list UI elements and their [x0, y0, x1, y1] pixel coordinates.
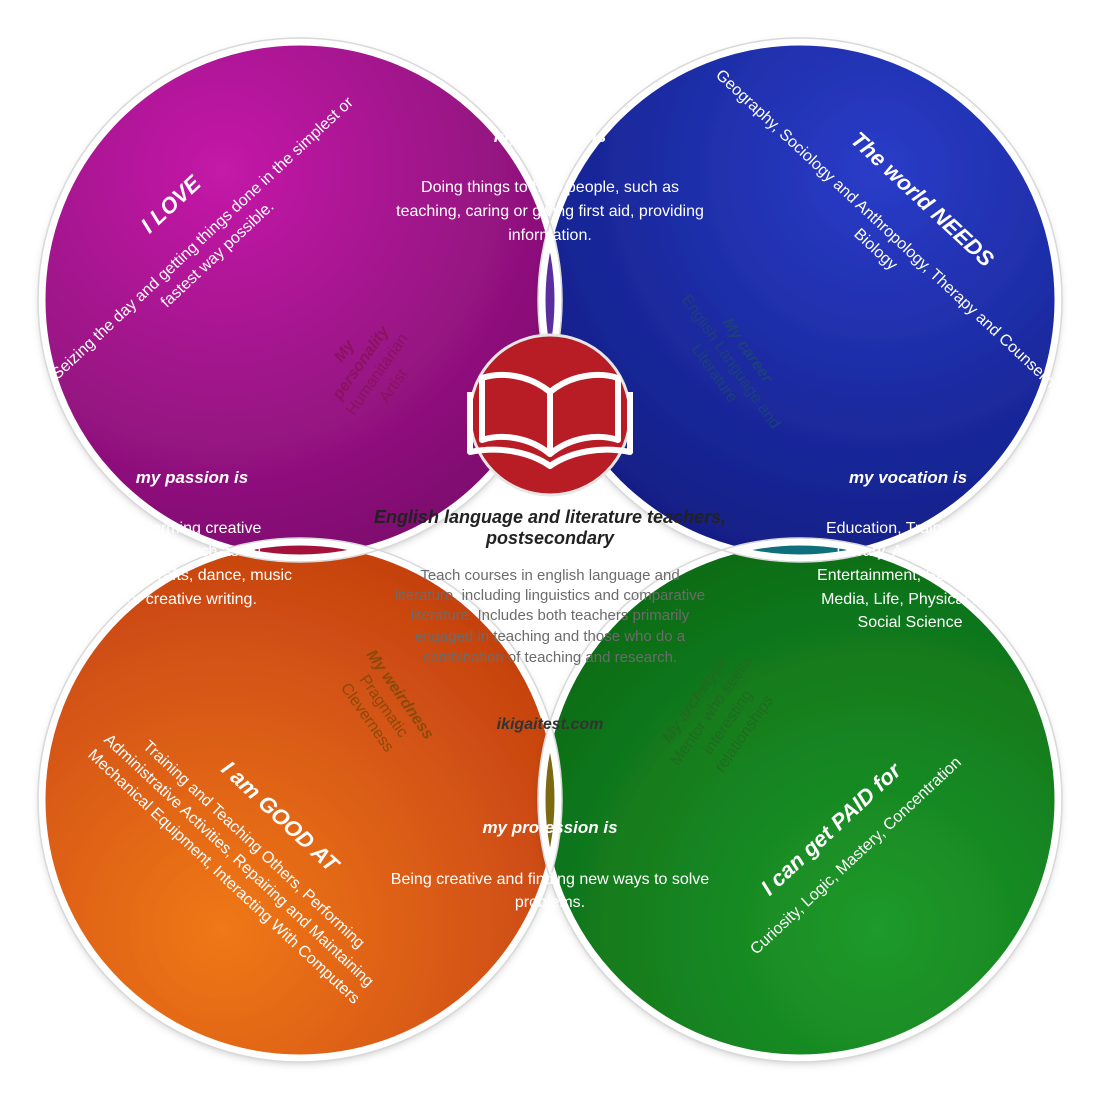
center-desc-line-5: combination of teaching and research.: [423, 649, 677, 666]
center-desc-line-3: literature. Includes both teachers prima…: [411, 607, 690, 624]
profession-label-group: my profession is Being creative and find…: [391, 818, 710, 911]
open-book-icon: [467, 333, 633, 497]
passion-text-line-4: or creative writing.: [127, 591, 257, 608]
vocation-text-line-1: Education, Training and: [826, 520, 994, 537]
site-url: ikigaitest.com: [497, 716, 604, 733]
vocation-label-group: my vocation is Education, Training and L…: [817, 468, 1003, 631]
center-title-line-1: English language and literature teachers…: [374, 507, 726, 527]
mission-text-line-2: teaching, caring or giving first aid, pr…: [396, 203, 704, 220]
passion-text-line-1: Performing creative: [123, 520, 262, 537]
center-title-line-2: postsecondary: [485, 528, 615, 548]
circle-outer-rims: [37, 37, 1063, 1063]
passion-title: my passion is: [136, 468, 248, 487]
vocation-text-line-2: Library, Arts, Design,: [836, 543, 983, 560]
center-desc-line-4: engaged in teaching and those who do a: [415, 628, 686, 645]
center-desc-line-1: Teach courses in english language and: [420, 567, 679, 584]
profession-title: my profession is: [482, 818, 617, 837]
passion-text-line-3: theater, crafts, dance, music: [92, 567, 292, 584]
mission-label-group: my mission is Doing things to help peopl…: [396, 127, 704, 244]
vocation-text-line-4: Media, Life, Physical and: [821, 591, 999, 608]
vocation-text-line-3: Entertainment, Sports and: [817, 567, 1003, 584]
vocation-text-line-5: Social Science: [858, 614, 963, 631]
mission-title: my mission is: [494, 127, 606, 146]
center-desc-line-2: literature, including linguistics and co…: [395, 587, 705, 604]
center-label-group: English language and literature teachers…: [374, 507, 726, 733]
passion-text-line-2: activities such as art,: [118, 543, 267, 560]
profession-text-line-2: problems.: [515, 894, 585, 911]
mission-text-line-1: Doing things to help people, such as: [421, 179, 679, 196]
profession-text-line-1: Being creative and finding new ways to s…: [391, 871, 710, 888]
vocation-title: my vocation is: [849, 468, 967, 487]
passion-label-group: my passion is Performing creative activi…: [92, 468, 292, 608]
mission-text-line-3: information.: [508, 227, 592, 244]
